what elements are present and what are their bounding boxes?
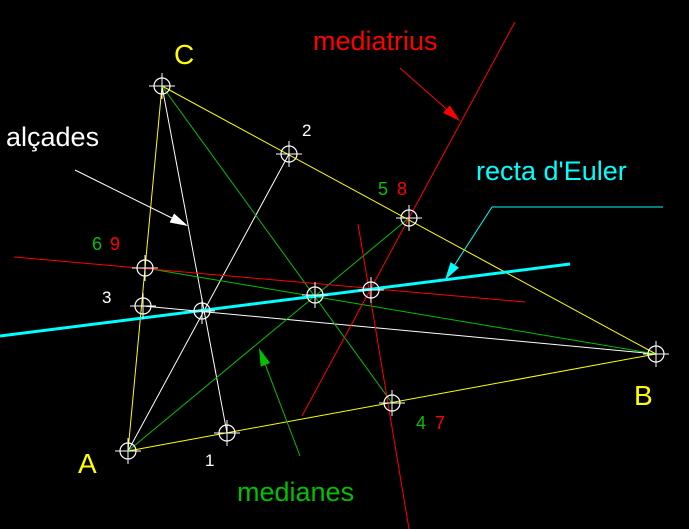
bisectors-annotation: mediatrius (313, 26, 438, 56)
vertex-label-b: B (634, 380, 653, 411)
crosshair-circle-icon (130, 293, 156, 319)
bisector-num-7: 7 (435, 413, 445, 433)
foot-label-1: 1 (205, 451, 214, 470)
vertex-label-a: A (78, 448, 97, 479)
euler-line (0, 262, 571, 338)
crosshair-circle-icon (214, 420, 240, 446)
medians-annotation: medianes (237, 477, 354, 507)
crosshair-circle-icon (379, 390, 405, 416)
altitude-from-c (161, 85, 228, 434)
crosshair-circle-icon (189, 298, 215, 324)
median-from-b (144, 267, 657, 355)
median-from-a (127, 217, 410, 452)
altitudes-arrow (74, 169, 188, 226)
crosshair-circle-icon (358, 277, 384, 303)
bisector-num-8: 8 (397, 179, 407, 199)
median-from-c (161, 85, 393, 404)
altitude-from-a (127, 153, 290, 452)
foot-label-2: 2 (302, 121, 311, 140)
crosshair-circle-icon (149, 73, 175, 99)
bisector-ab (357, 223, 410, 529)
point-markers (115, 73, 669, 464)
median-num-4: 4 (416, 413, 426, 433)
euler-annotation: recta d'Euler (476, 156, 627, 186)
medians-arrow (259, 348, 301, 457)
crosshair-circle-icon (643, 341, 669, 367)
labels: C A B 2 3 1 5 8 6 9 4 7 alçades mediatri… (6, 26, 653, 507)
crosshair-circle-icon (132, 255, 158, 281)
construction-lines (0, 21, 657, 529)
crosshair-circle-icon (396, 205, 422, 231)
median-num-5: 5 (378, 179, 388, 199)
bisectors-arrow (399, 67, 460, 121)
median-num-6: 6 (92, 234, 102, 254)
annotation-arrows (74, 67, 663, 457)
bisector-ca (13, 256, 526, 303)
altitudes-annotation: alçades (6, 122, 99, 152)
crosshair-circle-icon (115, 438, 141, 464)
foot-label-3: 3 (102, 288, 111, 307)
bisector-num-9: 9 (110, 234, 120, 254)
altitude-from-b (142, 305, 657, 355)
crosshair-circle-icon (302, 282, 328, 308)
crosshair-circle-icon (276, 141, 302, 167)
vertex-label-c: C (174, 39, 194, 70)
euler-arrow (445, 206, 493, 280)
